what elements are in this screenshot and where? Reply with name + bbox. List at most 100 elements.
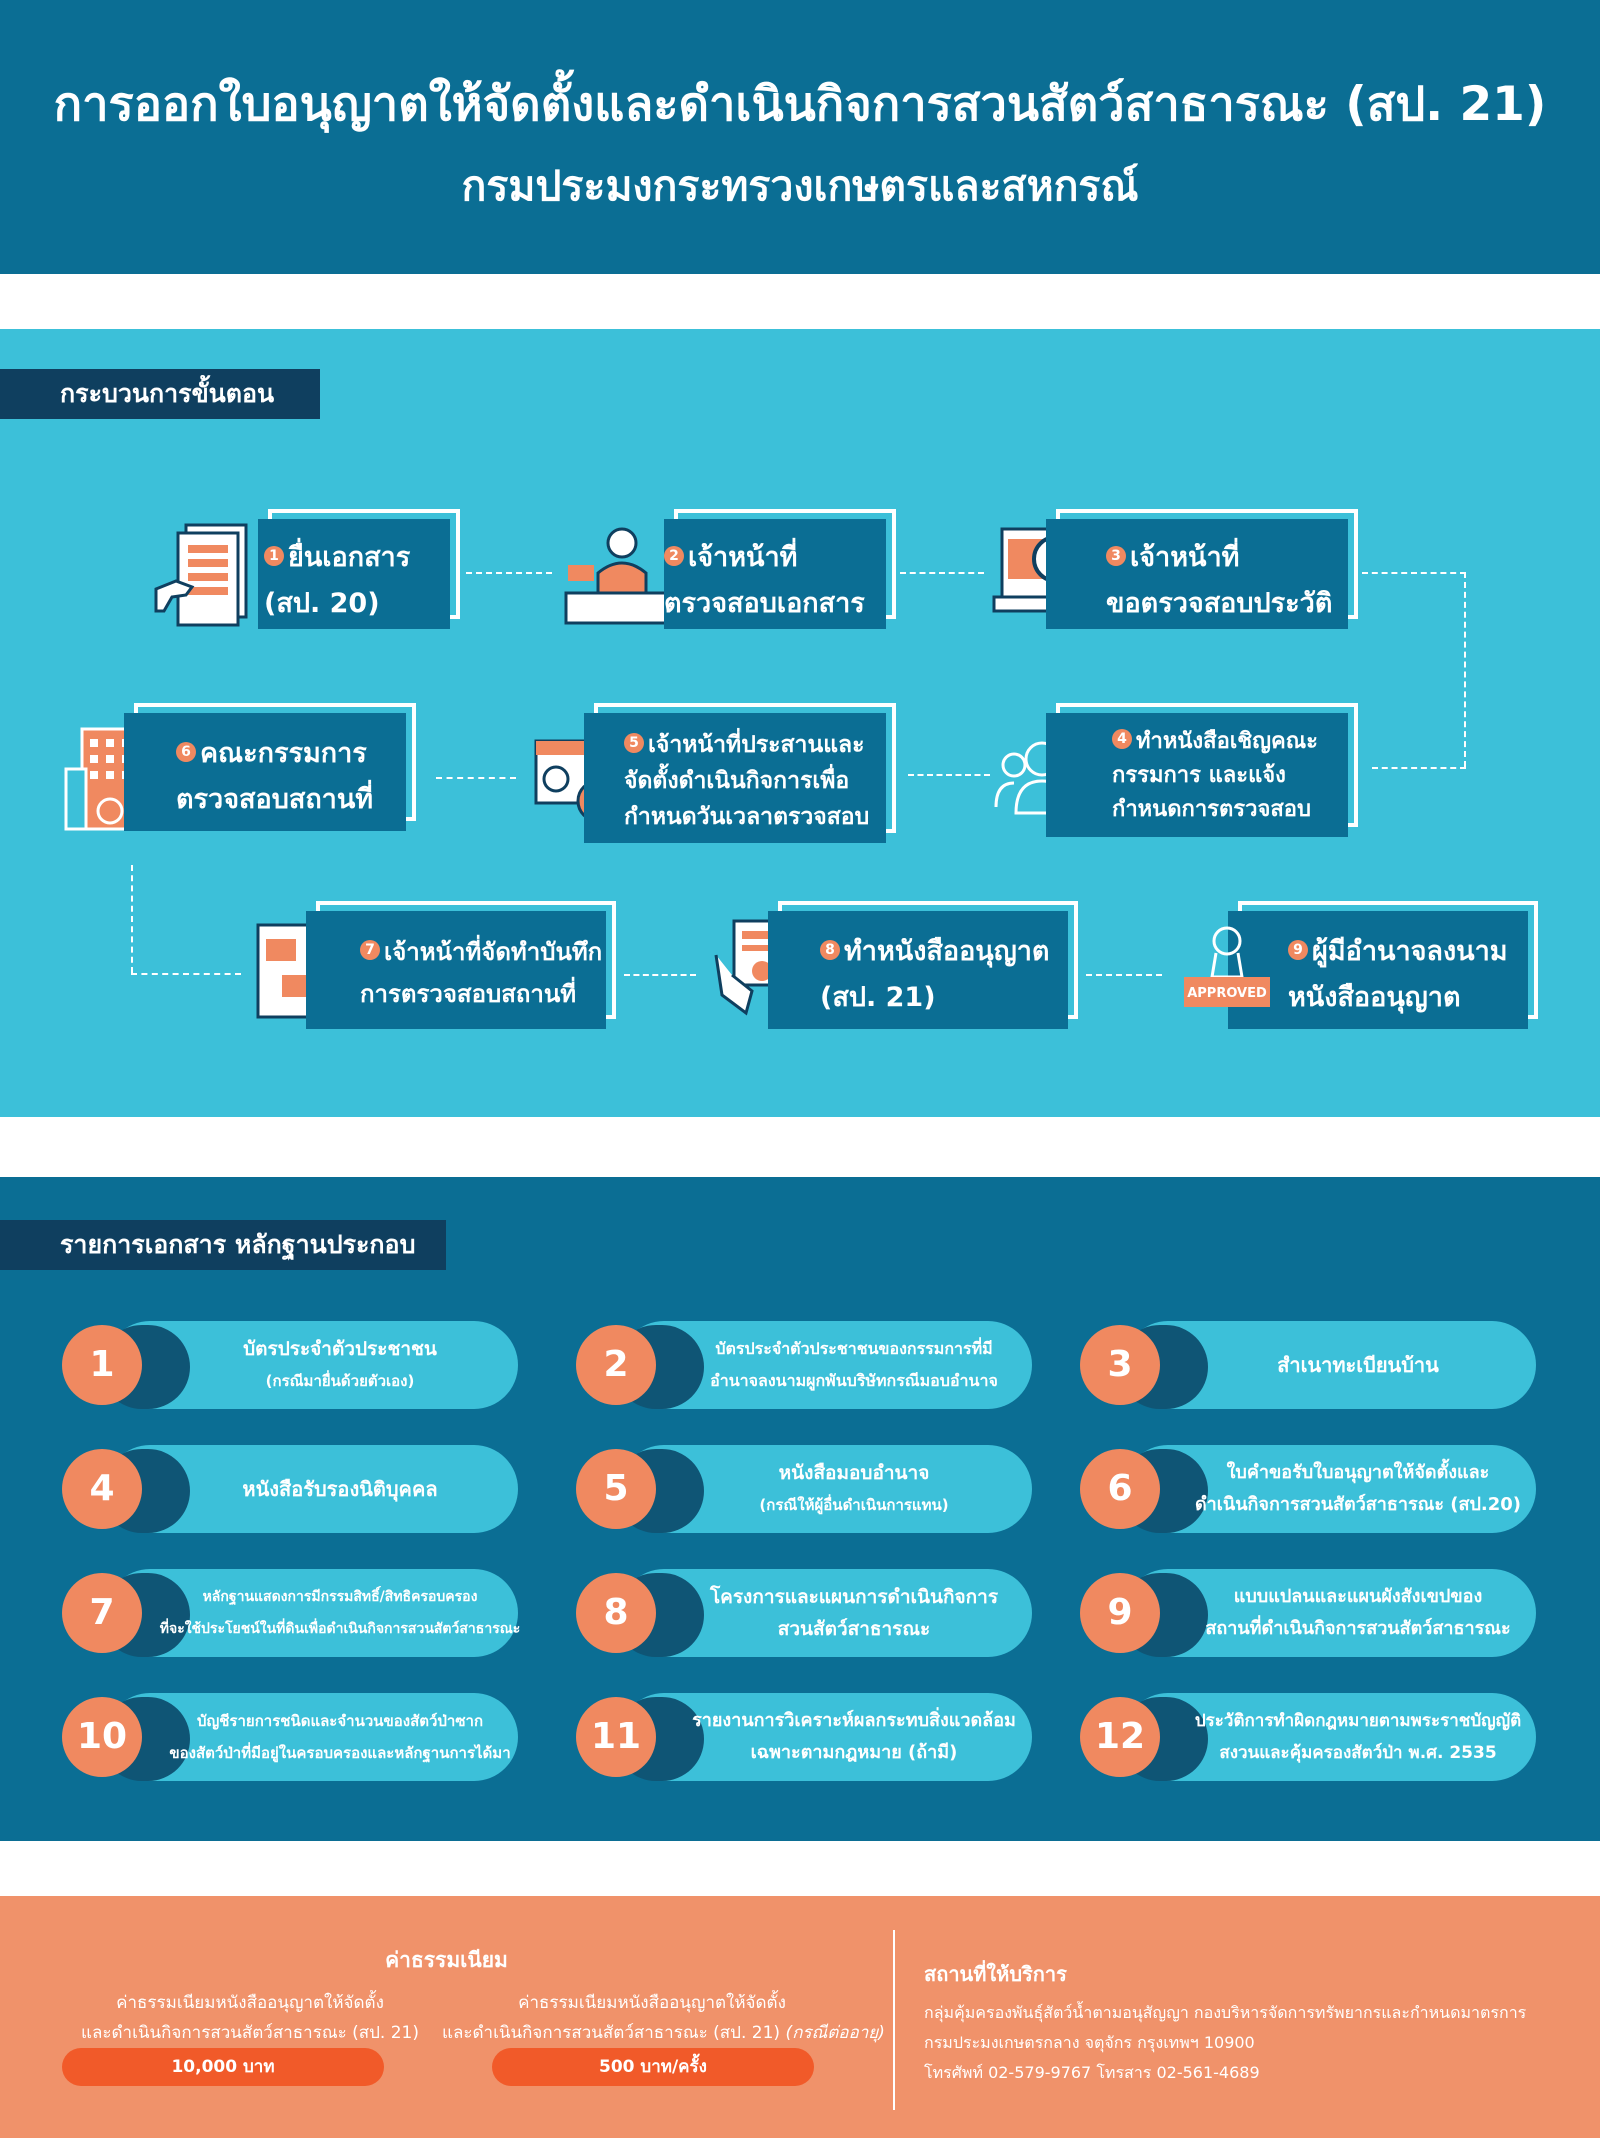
step-text: ผู้มีอำนาจลงนาม	[1312, 936, 1508, 967]
document-item-3: 3 สำเนาทะเบียนบ้าน	[1080, 1321, 1536, 1409]
header-banner: การออกใบอนุญาตให้จัดตั้งและดำเนินกิจการส…	[0, 0, 1600, 274]
document-text: รายงานการวิเคราะห์ผลกระทบสิ่งแวดล้อมเฉพา…	[676, 1693, 1032, 1781]
document-line: สวนสัตว์สาธารณะ	[777, 1618, 931, 1640]
fee-2-line: ค่าธรรมเนียมหนังสืออนุญาตให้จัดตั้ง	[518, 1993, 786, 2013]
fee-1-line: ค่าธรรมเนียมหนังสืออนุญาตให้จัดตั้ง	[116, 1993, 384, 2013]
document-line: โครงการและแผนการดำเนินกิจการ	[709, 1586, 999, 1608]
document-number: 2	[576, 1325, 656, 1405]
connector-right-4	[1372, 767, 1466, 769]
page-subtitle: กรมประมงกระทรวงเกษตรและสหกรณ์	[461, 162, 1139, 210]
document-line: รายงานการวิเคราะห์ผลกระทบสิ่งแวดล้อม	[692, 1710, 1016, 1731]
document-text: โครงการและแผนการดำเนินกิจการสวนสัตว์สาธา…	[676, 1569, 1032, 1657]
approved-stamp-icon	[1184, 926, 1270, 1007]
fee-2-line: และดำเนินกิจการสวนสัตว์สาธารณะ (สป. 21) …	[442, 2023, 885, 2043]
document-line: บัตรประจำตัวประชาชนของกรรมการที่มี	[715, 1339, 993, 1358]
document-line: (กรณีมายื่นด้วยตัวเอง)	[265, 1372, 415, 1390]
document-line: ประวัติการทำผิดกฎหมายตามพระราชบัญญัติ	[1194, 1711, 1522, 1731]
fee-2-desc: ค่าธรรมเนียมหนังสืออนุญาตให้จัดตั้ง และด…	[442, 1988, 885, 2048]
document-text: หนังสือมอบอำนาจ(กรณีให้ผู้อื่นดำเนินการแ…	[676, 1445, 1032, 1533]
fee-1-line: และดำเนินกิจการสวนสัตว์สาธารณะ (สป. 21)	[80, 2023, 420, 2043]
step-number: 6	[176, 741, 196, 762]
document-item-4: 4 หนังสือรับรองนิติบุคคล	[62, 1445, 518, 1533]
page-title: การออกใบอนุญาตให้จัดตั้งและดำเนินกิจการส…	[53, 77, 1547, 132]
document-text: บัตรประจำตัวประชาชนของกรรมการที่มีอำนาจล…	[676, 1321, 1032, 1409]
document-line: ใบคำขอรับใบอนุญาตให้จัดตั้งและ	[1226, 1462, 1490, 1483]
footer-section: ค่าธรรมเนียม ค่าธรรมเนียมหนังสืออนุญาตให…	[0, 1896, 1600, 2138]
document-text: บัตรประจำตัวประชาชน (กรณีมายื่นด้วยตัวเอง…	[162, 1321, 518, 1409]
document-number: 5	[576, 1449, 656, 1529]
step-text: ตรวจสอบเอกสาร	[664, 588, 865, 619]
document-line: สงวนและคุ้มครองสัตว์ป่า พ.ศ. 2535	[1219, 1743, 1497, 1763]
document-text: แบบแปลนและแผนผังสังเขปของสถานที่ดำเนินกิ…	[1180, 1569, 1536, 1657]
document-line: ของสัตว์ป่าที่มีอยู่ในครอบครองและหลักฐาน…	[169, 1744, 511, 1762]
document-line: สถานที่ดำเนินกิจการสวนสัตว์สาธารณะ	[1205, 1618, 1511, 1639]
document-number: 11	[576, 1697, 656, 1777]
approved-stamp-text: APPROVED	[1187, 986, 1267, 1001]
document-text: หนังสือรับรองนิติบุคคล	[162, 1445, 518, 1533]
step-text: ทำหนังสืออนุญาต	[844, 936, 1050, 967]
step-number: 8	[820, 939, 840, 960]
service-line: โทรศัพท์ 02-579-9767 โทรสาร 02-561-4689	[924, 2063, 1260, 2082]
document-line: ที่จะใช้ประโยชน์ในที่ดินเพื่อดำเนินกิจกา…	[159, 1621, 521, 1637]
connector-8-9	[1086, 974, 1162, 976]
connector-1-2	[466, 572, 552, 574]
document-line: เฉพาะตามกฎหมาย (ถ้ามี)	[750, 1742, 958, 1763]
document-number: 3	[1080, 1325, 1160, 1405]
document-number: 7	[62, 1573, 142, 1653]
step-text: ยื่นเอกสาร	[288, 542, 411, 573]
document-form-icon	[154, 523, 248, 627]
step-text: เจ้าหน้าที่	[1130, 542, 1240, 573]
step-text: ตรวจสอบสถานที่	[176, 784, 374, 815]
document-number: 6	[1080, 1449, 1160, 1529]
step-text: กำหนดวันเวลาตรวจสอบ	[624, 804, 870, 830]
officer-desk-icon	[564, 527, 668, 625]
document-number: 4	[62, 1449, 142, 1529]
connector-5-6	[436, 777, 516, 779]
step-text: (สป. 21)	[820, 982, 936, 1013]
document-number: 12	[1080, 1697, 1160, 1777]
step-number: 7	[360, 940, 380, 960]
fees-title: ค่าธรรมเนียม	[385, 1948, 508, 1972]
document-text: หลักฐานแสดงการมีกรรมสิทธิ์/สิทธิครอบครอง…	[159, 1569, 521, 1657]
documents-section-label: รายการเอกสาร หลักฐานประกอบ	[0, 1220, 446, 1270]
connector-right-down	[1464, 572, 1466, 767]
document-line: บัตรประจำตัวประชาชน	[243, 1338, 437, 1360]
document-line: หลักฐานแสดงการมีกรรมสิทธิ์/สิทธิครอบครอง	[202, 1589, 478, 1605]
footer-divider	[893, 1930, 895, 2110]
connector-4-5	[908, 774, 990, 776]
document-line: อำนาจลงนามผูกพันบริษัทกรณีมอบอำนาจ	[710, 1371, 998, 1390]
step-text: ทำหนังสือเชิญคณะ	[1136, 729, 1318, 754]
connector-6-down	[131, 865, 133, 973]
document-line: สำเนาทะเบียนบ้าน	[1277, 1353, 1439, 1377]
document-number: 8	[576, 1573, 656, 1653]
step-text: เจ้าหน้าที่จัดทำบันทึก	[384, 938, 603, 966]
connector-down-7	[131, 973, 241, 975]
document-line: บัญชีรายการชนิดและจำนวนของสัตว์ป่าซาก	[196, 1712, 484, 1730]
service-line: กรมประมงเกษตรกลาง จตุจักร กรุงเทพฯ 10900	[924, 2033, 1255, 2052]
step-text: เจ้าหน้าที่	[688, 542, 798, 573]
document-number: 10	[62, 1697, 142, 1777]
step-text: เจ้าหน้าที่ประสานและ	[648, 732, 865, 758]
fee-1-amount: 10,000 บาท	[62, 2048, 384, 2086]
document-line: หนังสือรับรองนิติบุคคล	[242, 1477, 438, 1501]
step-text: จัดตั้งดำเนินกิจการเพื่อ	[624, 768, 850, 794]
step-text: หนังสืออนุญาต	[1288, 982, 1461, 1013]
document-text: บัญชีรายการชนิดและจำนวนของสัตว์ป่าซากของ…	[162, 1693, 518, 1781]
document-number: 9	[1080, 1573, 1160, 1653]
fee-1-desc: ค่าธรรมเนียมหนังสืออนุญาตให้จัดตั้ง และด…	[40, 1988, 460, 2048]
